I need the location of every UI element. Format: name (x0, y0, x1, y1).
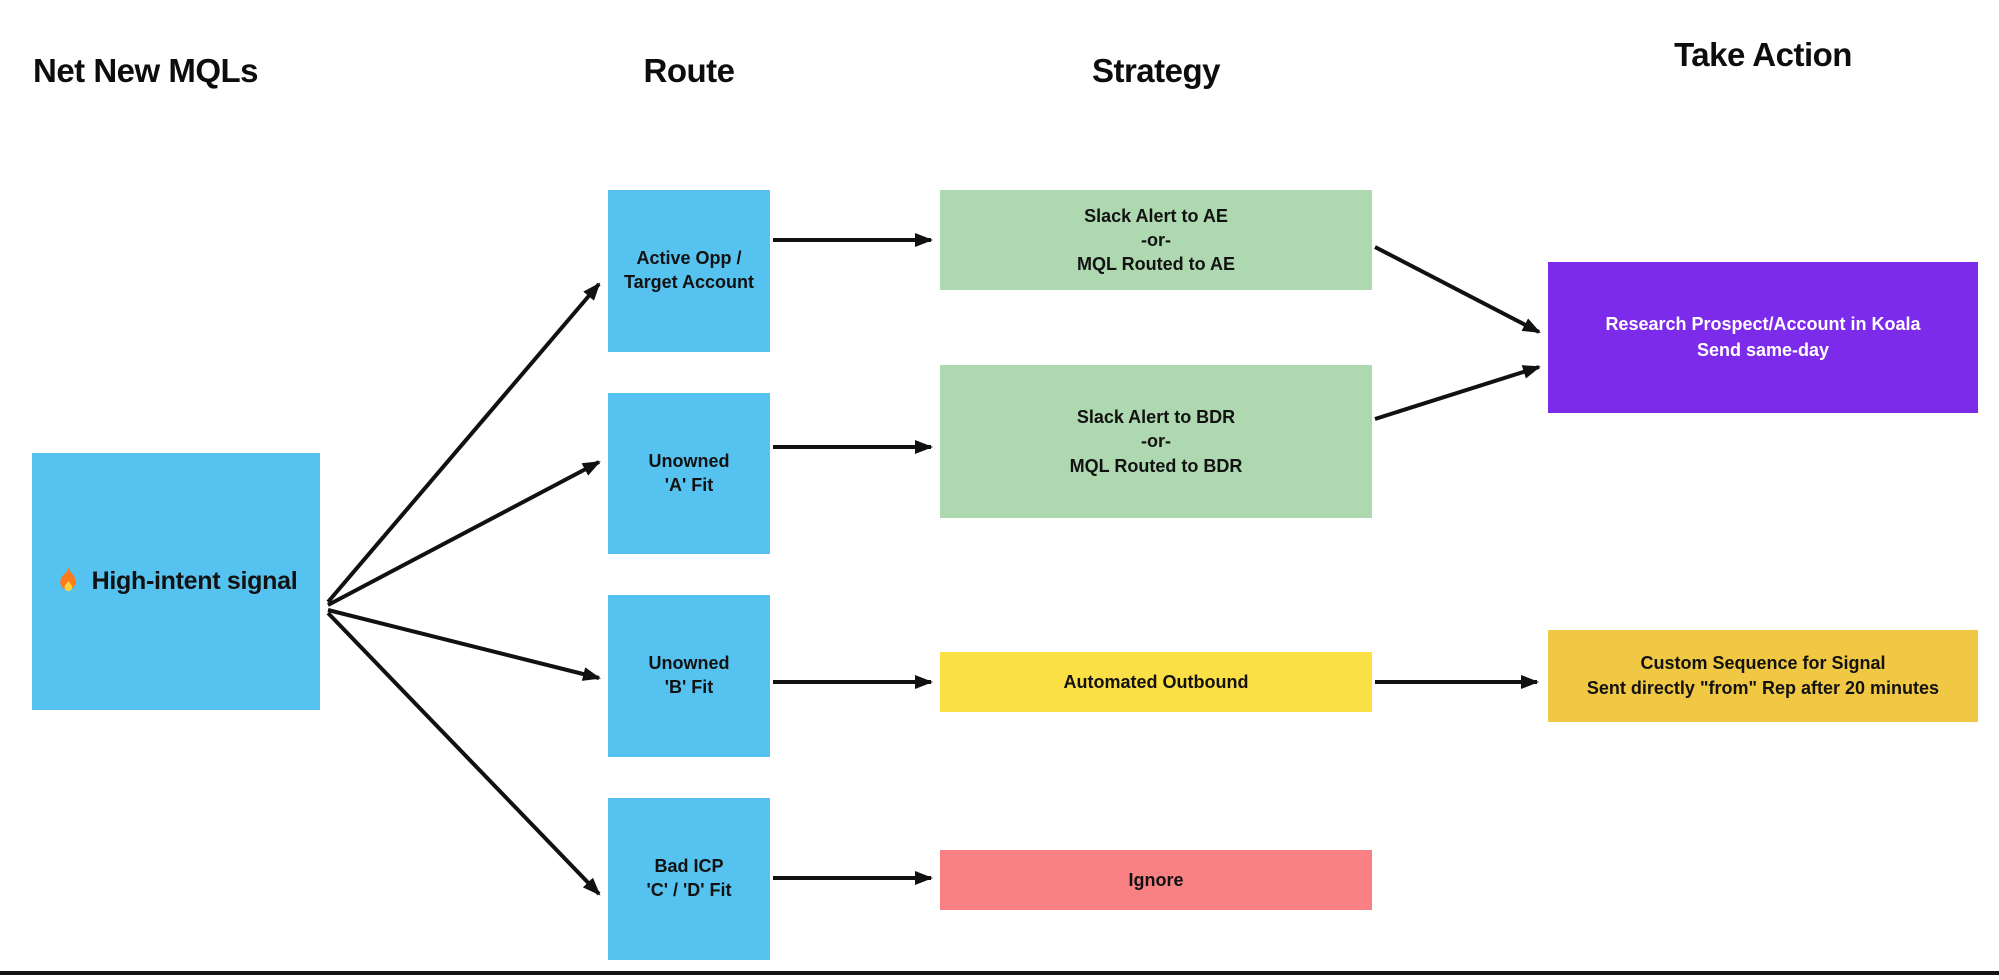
action-node-custom-sequence: Custom Sequence for Signal Sent directly… (1548, 630, 1978, 722)
signal-node-label: High-intent signal (91, 567, 298, 595)
arrow-signal-to-route-3 (327, 608, 601, 681)
column-header-take-action: Take Action (1674, 36, 1852, 73)
strategy-node-slack-alert-bdr: Slack Alert to BDR -or- MQL Routed to BD… (940, 365, 1372, 518)
route-node-unowned-b-fit: Unowned 'B' Fit (608, 595, 770, 757)
arrow-signal-to-route-4 (326, 611, 601, 896)
arrow-strategy-2-to-action-1 (1374, 365, 1541, 421)
arrow-signal-to-route-2 (327, 460, 601, 607)
column-header-route: Route (643, 52, 736, 89)
strategy-node-label: Automated Outbound (1063, 671, 1249, 692)
arrow-strategy-1-to-action-1 (1374, 245, 1541, 334)
route-node-label: Unowned 'B' Fit (648, 653, 730, 697)
strategy-node-slack-alert-ae: Slack Alert to AE -or- MQL Routed to AE (940, 190, 1372, 290)
action-node-research-prospect-koala: Research Prospect/Account in Koala Send … (1548, 262, 1978, 413)
strategy-node-automated-outbound: Automated Outbound (940, 652, 1372, 712)
column-header-strategy: Strategy (1091, 52, 1221, 89)
route-node-label: Active Opp / Target Account (623, 248, 754, 292)
action-node-label: Research Prospect/Account in Koala Send … (1605, 314, 1921, 360)
fire-icon (55, 566, 82, 597)
strategy-node-label: Ignore (1128, 869, 1184, 890)
high-intent-signal-node: High-intent signal (32, 453, 320, 710)
route-node-bad-icp-c-d-fit: Bad ICP 'C' / 'D' Fit (608, 798, 770, 960)
arrow-signal-to-route-1 (326, 282, 601, 604)
route-node-unowned-a-fit: Unowned 'A' Fit (608, 393, 770, 554)
bottom-divider-line (0, 971, 1999, 975)
strategy-node-label: Slack Alert to AE -or- MQL Routed to AE (1077, 205, 1235, 275)
route-node-active-opp-target-account: Active Opp / Target Account (608, 190, 770, 352)
action-node-label: Custom Sequence for Signal Sent directly… (1586, 652, 1940, 698)
route-node-label: Unowned 'A' Fit (648, 450, 730, 495)
strategy-node-label: Slack Alert to BDR -or- MQL Routed to BD… (1069, 407, 1243, 476)
strategy-node-ignore: Ignore (940, 850, 1372, 910)
column-header-net-new-mqls: Net New MQLs (33, 52, 259, 89)
route-node-label: Bad ICP 'C' / 'D' Fit (646, 856, 732, 900)
